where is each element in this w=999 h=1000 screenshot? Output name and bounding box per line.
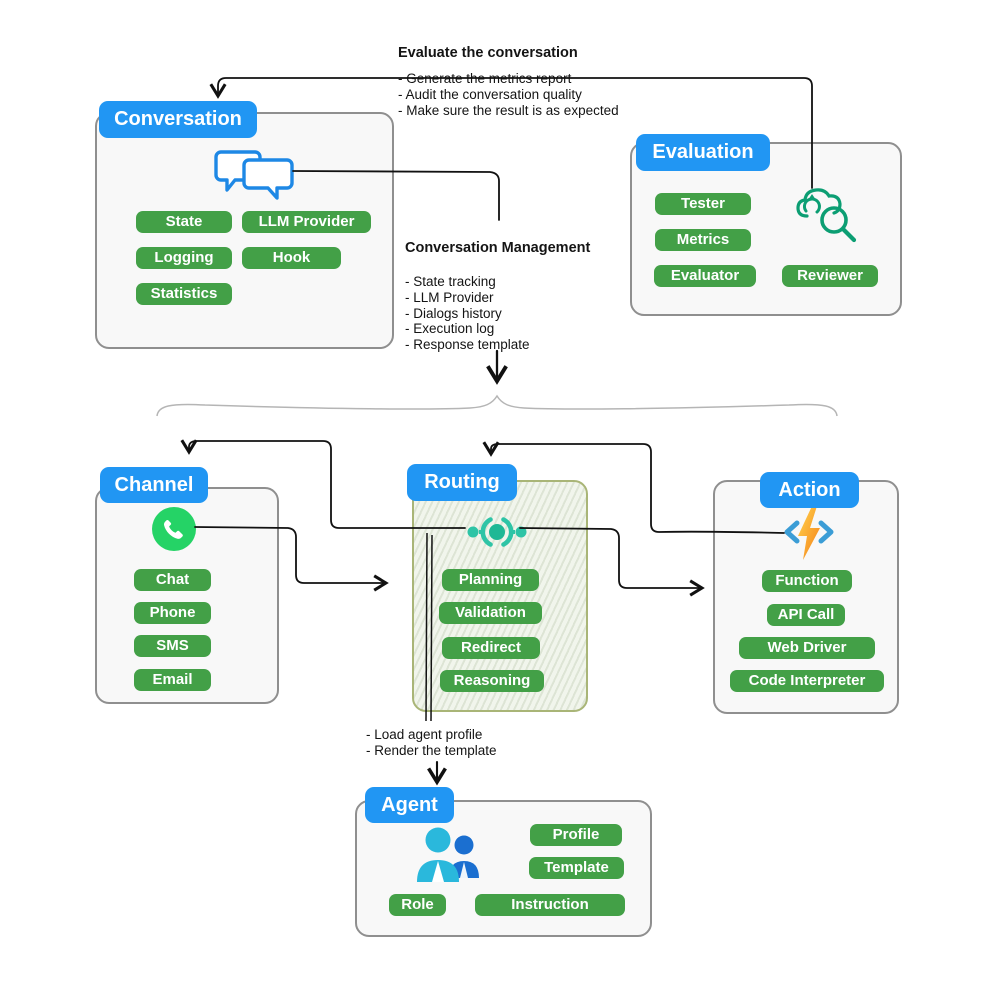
pill-evaluator: Evaluator	[654, 265, 756, 287]
pill-statistics: Statistics	[136, 283, 232, 305]
pill-reviewer: Reviewer	[782, 265, 878, 287]
chat-bubbles-icon	[213, 148, 297, 207]
pill-planning: Planning	[442, 569, 539, 591]
agent-annotation-line: - Render the template	[366, 742, 497, 758]
pill-email: Email	[134, 669, 211, 691]
pill-template: Template	[529, 857, 624, 879]
pill-tester: Tester	[655, 193, 751, 215]
pill-reasoning: Reasoning	[440, 670, 544, 692]
conversation-box: Conversation State LLM Provider Logging …	[95, 101, 394, 349]
agent-box: Agent Profile Template Role Instruction	[355, 787, 652, 937]
pill-redirect: Redirect	[442, 637, 540, 659]
lightning-code-icon	[783, 504, 835, 567]
pill-api-call: API Call	[767, 604, 845, 626]
cloud-search-icon	[792, 180, 862, 255]
pill-code-interpreter: Code Interpreter	[730, 670, 884, 692]
people-icon	[409, 826, 487, 891]
evaluation-box: Evaluation Tester Metrics Evaluator Revi…	[630, 134, 902, 316]
channel-box: Channel Chat Phone SMS Email	[95, 467, 279, 704]
pill-metrics: Metrics	[655, 229, 751, 251]
pill-web-driver: Web Driver	[739, 637, 875, 659]
routing-box: Routing Planning Validation Redirect Rea…	[407, 464, 588, 712]
evaluate-annotation-line: - Make sure the result is as expected	[398, 102, 619, 118]
action-box-title: Action	[760, 472, 859, 508]
pill-role: Role	[389, 894, 446, 916]
pill-chat: Chat	[134, 569, 211, 591]
agent-box-title: Agent	[365, 787, 454, 823]
routing-hub-icon	[462, 509, 532, 560]
pill-hook: Hook	[242, 247, 341, 269]
management-annotation-line: - State tracking	[405, 274, 496, 289]
pill-state: State	[136, 211, 232, 233]
management-annotation-title: Conversation Management	[405, 240, 591, 256]
evaluation-box-title: Evaluation	[636, 134, 770, 171]
action-box: Action Function API Call Web Driver Code…	[713, 472, 899, 714]
pill-function: Function	[762, 570, 852, 592]
pill-validation: Validation	[439, 602, 542, 624]
pill-profile: Profile	[530, 824, 622, 846]
evaluate-annotation-title: Evaluate the conversation	[398, 45, 578, 61]
evaluate-annotation-line: - Audit the conversation quality	[398, 86, 582, 102]
pill-sms: SMS	[134, 635, 211, 657]
pill-llm-provider: LLM Provider	[242, 211, 371, 233]
evaluate-annotation: Evaluate the conversation - Generate the…	[398, 45, 619, 118]
management-annotation-line: - LLM Provider	[405, 289, 494, 305]
pill-phone: Phone	[134, 602, 211, 624]
management-annotation-line: - Response template	[405, 337, 530, 353]
brace-connector	[156, 394, 838, 417]
management-annotation: Conversation Management - State tracking…	[405, 240, 590, 353]
pill-logging: Logging	[136, 247, 232, 269]
channel-box-title: Channel	[100, 467, 208, 503]
management-annotation-line: - Execution log	[405, 321, 495, 337]
routing-box-title: Routing	[407, 464, 517, 501]
pill-instruction: Instruction	[475, 894, 625, 916]
whatsapp-icon	[149, 504, 199, 559]
conversation-box-title: Conversation	[99, 101, 257, 138]
evaluate-annotation-line: - Generate the metrics report	[398, 71, 572, 86]
agent-annotation: - Load agent profile - Render the templa…	[366, 727, 497, 759]
agent-annotation-line: - Load agent profile	[366, 727, 483, 742]
management-annotation-line: - Dialogs history	[405, 305, 502, 321]
